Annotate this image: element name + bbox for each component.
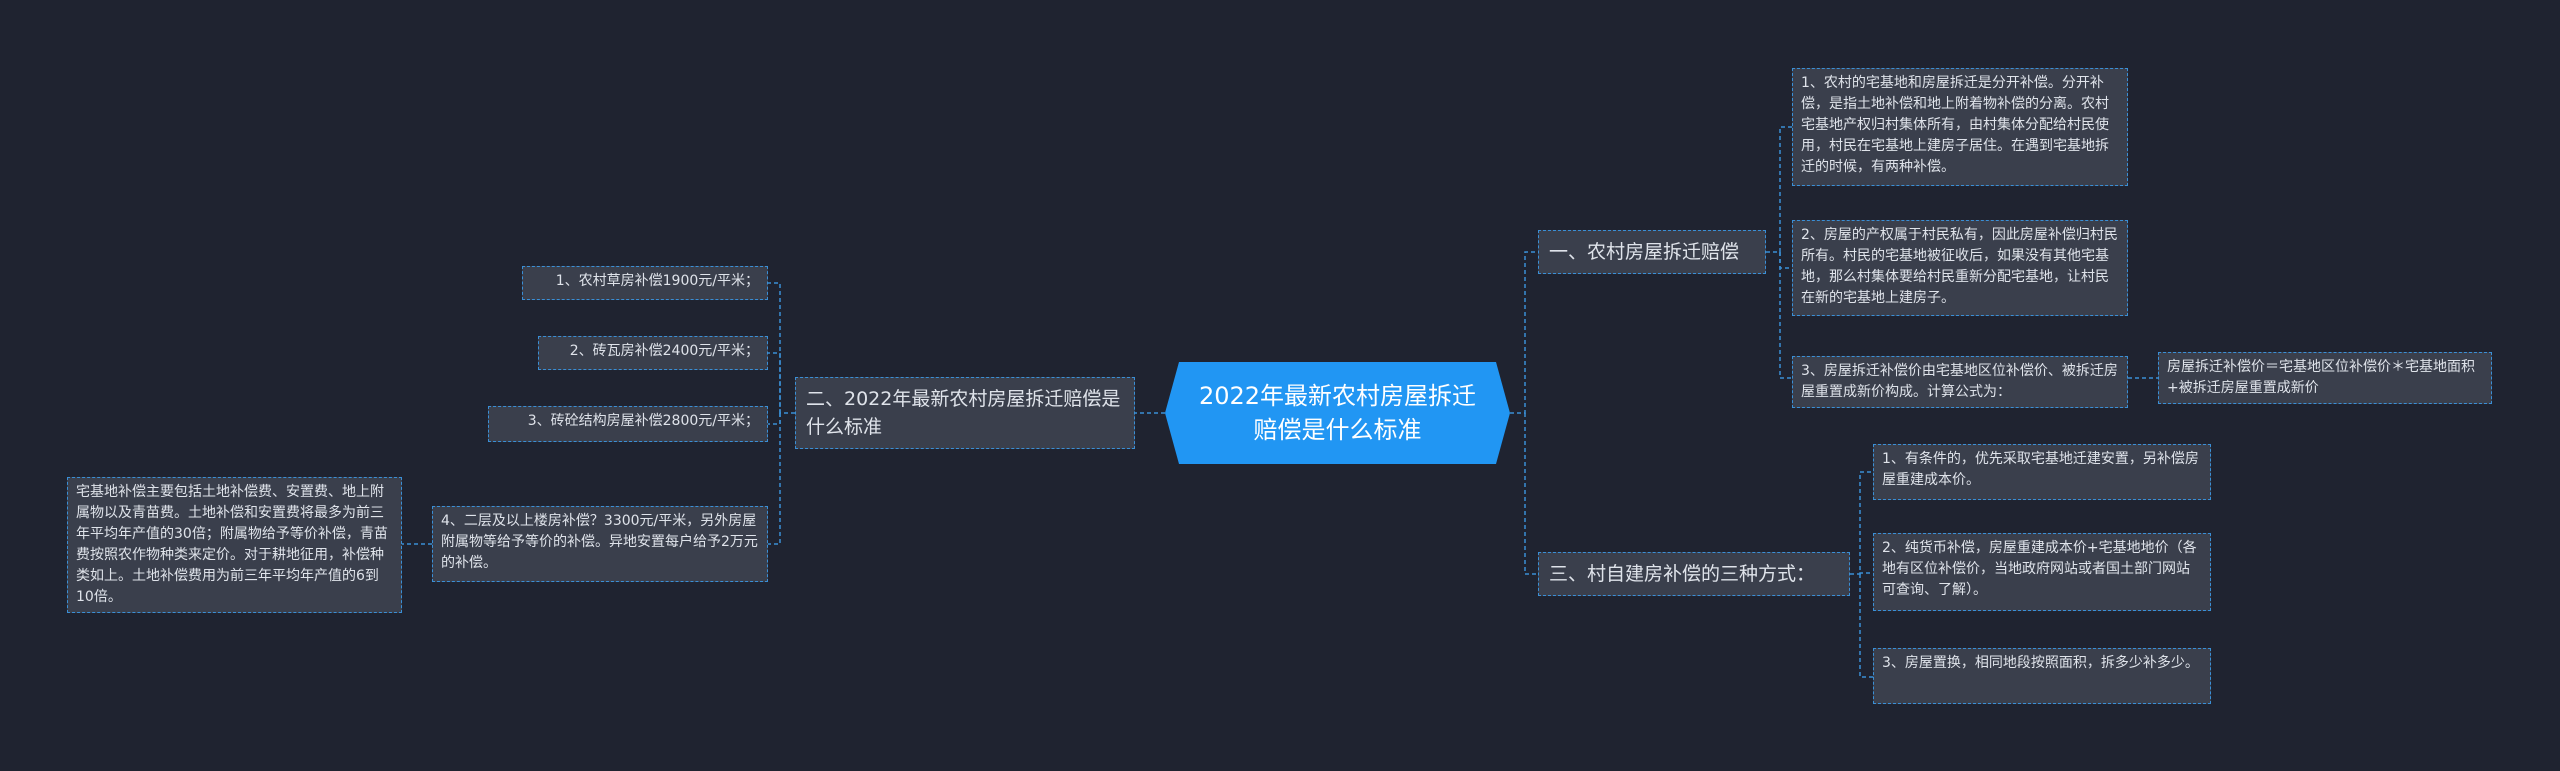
leaf-homestead-compensation-note[interactable]: 宅基地补偿主要包括土地补偿费、安置费、地上附属物以及青苗费。土地补偿和安置费将最… xyxy=(67,477,402,613)
branch-self-built-house-methods[interactable]: 三、村自建房补偿的三种方式： xyxy=(1538,552,1850,596)
leaf-method-relocation[interactable]: 1、有条件的，优先采取宅基地迁建安置，另补偿房屋重建成本价。 xyxy=(1873,444,2211,500)
leaf-compensation-separate[interactable]: 1、农村的宅基地和房屋拆迁是分开补偿。分开补偿，是指土地补偿和地上附着物补偿的分… xyxy=(1792,68,2128,186)
leaf-text: 2、纯货币补偿，房屋重建成本价+宅基地地价（各地有区位补偿价，当地政府网站或者国… xyxy=(1882,540,2197,598)
leaf-text: 1、农村草房补偿1900元/平米； xyxy=(555,273,759,289)
leaf-text: 3、砖砼结构房屋补偿2800元/平米； xyxy=(527,413,759,429)
leaf-thatched-house[interactable]: 1、农村草房补偿1900元/平米； xyxy=(522,266,768,300)
branch-rural-house-demolition-compensation[interactable]: 一、农村房屋拆迁赔偿 xyxy=(1538,230,1766,274)
leaf-brick-concrete-house[interactable]: 3、砖砼结构房屋补偿2800元/平米； xyxy=(488,406,768,442)
leaf-text: 1、农村的宅基地和房屋拆迁是分开补偿。分开补偿，是指土地补偿和地上附着物补偿的分… xyxy=(1801,75,2109,175)
leaf-text: 2、砖瓦房补偿2400元/平米； xyxy=(569,343,759,359)
leaf-text: 房屋拆迁补偿价＝宅基地区位补偿价＊宅基地面积+被拆迁房屋重置成新价 xyxy=(2167,359,2475,396)
branch-label: 三、村自建房补偿的三种方式： xyxy=(1549,563,1816,585)
leaf-method-replacement[interactable]: 3、房屋置换，相同地段按照面积，拆多少补多少。 xyxy=(1873,648,2211,704)
leaf-text: 1、有条件的，优先采取宅基地迁建安置，另补偿房屋重建成本价。 xyxy=(1882,451,2199,488)
leaf-text: 3、房屋置换，相同地段按照面积，拆多少补多少。 xyxy=(1882,655,2199,671)
leaf-compensation-formula[interactable]: 房屋拆迁补偿价＝宅基地区位补偿价＊宅基地面积+被拆迁房屋重置成新价 xyxy=(2158,352,2492,404)
leaf-text: 4、二层及以上楼房补偿？3300元/平米，另外房屋附属物等给予等价的补偿。异地安… xyxy=(441,513,758,571)
leaf-text: 宅基地补偿主要包括土地补偿费、安置费、地上附属物以及青苗费。土地补偿和安置费将最… xyxy=(76,484,388,605)
leaf-compensation-formula-intro[interactable]: 3、房屋拆迁补偿价由宅基地区位补偿价、被拆迁房屋重置成新价构成。计算公式为： xyxy=(1792,356,2128,408)
branch-label: 二、2022年最新农村房屋拆迁赔偿是什么标准 xyxy=(806,388,1121,438)
leaf-brick-tile-house[interactable]: 2、砖瓦房补偿2400元/平米； xyxy=(538,336,768,370)
branch-2022-standard[interactable]: 二、2022年最新农村房屋拆迁赔偿是什么标准 xyxy=(795,377,1135,449)
leaf-multistorey-house[interactable]: 4、二层及以上楼房补偿？3300元/平米，另外房屋附属物等给予等价的补偿。异地安… xyxy=(432,506,768,582)
root-topic-label: 2022年最新农村房屋拆迁赔偿是什么标准 xyxy=(1198,382,1477,444)
leaf-text: 3、房屋拆迁补偿价由宅基地区位补偿价、被拆迁房屋重置成新价构成。计算公式为： xyxy=(1801,363,2118,400)
leaf-text: 2、房屋的产权属于村民私有，因此房屋补偿归村民所有。村民的宅基地被征收后，如果没… xyxy=(1801,227,2118,306)
leaf-method-monetary[interactable]: 2、纯货币补偿，房屋重建成本价+宅基地地价（各地有区位补偿价，当地政府网站或者国… xyxy=(1873,533,2211,611)
branch-label: 一、农村房屋拆迁赔偿 xyxy=(1549,241,1740,263)
root-topic[interactable]: 2022年最新农村房屋拆迁赔偿是什么标准 xyxy=(1165,362,1510,464)
leaf-house-ownership[interactable]: 2、房屋的产权属于村民私有，因此房屋补偿归村民所有。村民的宅基地被征收后，如果没… xyxy=(1792,220,2128,316)
